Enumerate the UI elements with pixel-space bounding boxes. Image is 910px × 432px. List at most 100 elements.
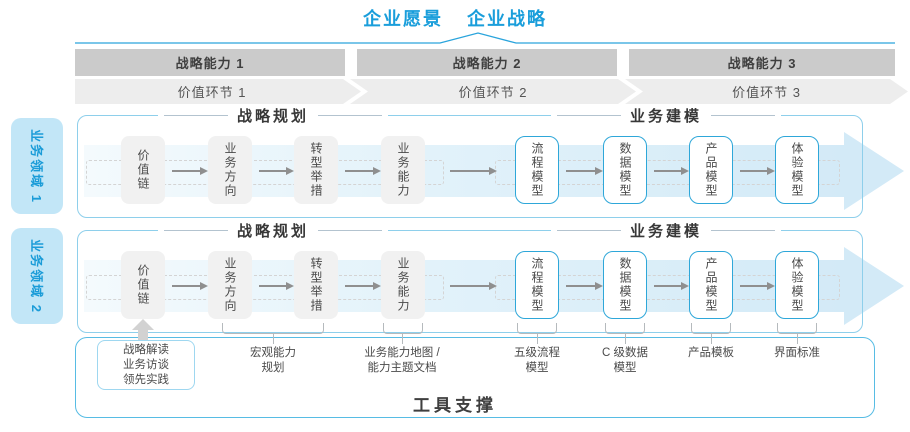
- bracket: [777, 323, 817, 334]
- up-arrow-icon: [138, 330, 148, 341]
- model-box: 流程模型: [515, 251, 559, 319]
- note-label: 业务能力地图 / 能力主题文档: [332, 346, 472, 376]
- note-line: 模型: [613, 362, 637, 374]
- value-link-chevron: 价值环节 2: [350, 79, 636, 104]
- model-box-label: 数据模型: [618, 142, 632, 198]
- strategy-capability-bar: 战略能力 1: [75, 49, 345, 76]
- planning-header: 战略规划: [158, 220, 388, 240]
- domain-tab-label: 业务领域 1: [28, 128, 44, 204]
- bracket-stub: [537, 334, 538, 344]
- process-box: 业务能力: [381, 251, 425, 319]
- note-label: 宏观能力规划: [203, 346, 343, 376]
- process-box-label: 业务能力: [396, 142, 410, 198]
- note-line: 能力主题文档: [367, 362, 437, 374]
- bracket: [517, 323, 557, 334]
- process-box: 业务方向: [208, 136, 252, 204]
- band-frame: [77, 115, 863, 218]
- domain-tab-label: 业务领域 2: [28, 238, 44, 314]
- planning-dashed-group: [86, 275, 444, 300]
- modeling-header: 业务建模: [551, 105, 781, 125]
- model-box-label: 流程模型: [530, 257, 544, 313]
- header-label: 战略规划: [236, 107, 309, 125]
- process-box: 业务能力: [381, 136, 425, 204]
- flow-arrow-icon: [450, 167, 497, 174]
- domain-tab: 业务领域 1: [11, 118, 63, 214]
- process-box-label: 业务方向: [223, 257, 237, 313]
- flow-arrow-icon: [259, 167, 294, 174]
- model-box-label: 产品模型: [704, 257, 718, 313]
- callout-box: 战略解读业务访谈领先实践: [97, 340, 195, 390]
- model-box-label: 流程模型: [530, 142, 544, 198]
- header-line: [556, 114, 621, 116]
- note-line: 产品模板: [688, 347, 734, 359]
- bracket: [691, 323, 731, 334]
- callout-line: 领先实践: [123, 373, 169, 386]
- note-line: 业务能力地图 /: [364, 347, 440, 359]
- process-box: 价值链: [121, 136, 165, 204]
- model-box: 产品模型: [689, 251, 733, 319]
- process-box: 业务方向: [208, 251, 252, 319]
- planning-dashed-group: [86, 160, 444, 185]
- note-label: 产品模板: [641, 346, 781, 361]
- bracket-stub: [402, 334, 403, 344]
- process-box-label: 价值链: [136, 264, 150, 306]
- note-label: 界面标准: [727, 346, 867, 361]
- bracket-stub: [625, 334, 626, 344]
- bracket-stub: [273, 334, 274, 344]
- bracket-stub: [711, 334, 712, 344]
- vision-title: 企业愿景: [363, 9, 443, 29]
- flow-arrow-icon: [740, 282, 775, 289]
- header-line: [163, 114, 228, 116]
- bracket-stub: [797, 334, 798, 344]
- model-box: 数据模型: [603, 136, 647, 204]
- process-box-label: 转型举措: [309, 142, 323, 198]
- up-arrow-head-icon: [132, 319, 154, 330]
- header-line: [556, 229, 621, 231]
- note-line: C 级数据: [602, 347, 648, 359]
- bracket: [383, 323, 423, 334]
- process-box: 价值链: [121, 251, 165, 319]
- header-line: [711, 229, 775, 231]
- process-box-label: 转型举措: [309, 257, 323, 313]
- flow-arrow-icon: [740, 167, 775, 174]
- strategy-capability-bar: 战略能力 2: [357, 49, 617, 76]
- model-box: 产品模型: [689, 136, 733, 204]
- flow-arrow-icon: [566, 282, 603, 289]
- process-box: 转型举措: [294, 251, 338, 319]
- process-box: 转型举措: [294, 136, 338, 204]
- vision-strategy-line: [75, 32, 895, 44]
- callout-line: 业务访谈: [123, 358, 169, 371]
- flow-arrow-icon: [654, 282, 689, 289]
- process-box-label: 价值链: [136, 149, 150, 191]
- model-box: 数据模型: [603, 251, 647, 319]
- tool-support-frame: [75, 337, 875, 418]
- process-box-label: 业务能力: [396, 257, 410, 313]
- note-line: 宏观能力: [250, 347, 296, 359]
- model-box-label: 体验模型: [790, 257, 804, 313]
- modeling-header: 业务建模: [551, 220, 781, 240]
- flow-arrow-icon: [345, 167, 381, 174]
- header-line: [163, 229, 228, 231]
- model-box-label: 体验模型: [790, 142, 804, 198]
- header-line: [318, 229, 382, 231]
- flow-arrow-icon: [259, 282, 294, 289]
- header-label: 战略规划: [236, 222, 309, 240]
- note-line: 规划: [261, 362, 285, 374]
- header-label: 业务建模: [629, 107, 702, 125]
- domain-tab: 业务领域 2: [11, 228, 63, 324]
- strategy-capability-bar: 战略能力 3: [629, 49, 895, 76]
- value-link-chevron: 价值环节 1: [75, 79, 361, 104]
- flow-arrow-icon: [450, 282, 497, 289]
- bracket: [605, 323, 645, 334]
- bracket: [222, 323, 324, 334]
- model-box: 体验模型: [775, 251, 819, 319]
- model-box-label: 数据模型: [618, 257, 632, 313]
- flow-arrow-icon: [654, 167, 689, 174]
- process-box-label: 业务方向: [223, 142, 237, 198]
- planning-header: 战略规划: [158, 105, 388, 125]
- page-title: 企业愿景 企业战略: [0, 5, 910, 31]
- flow-arrow-icon: [172, 167, 208, 174]
- model-box: 流程模型: [515, 136, 559, 204]
- strategy-title: 企业战略: [467, 9, 547, 29]
